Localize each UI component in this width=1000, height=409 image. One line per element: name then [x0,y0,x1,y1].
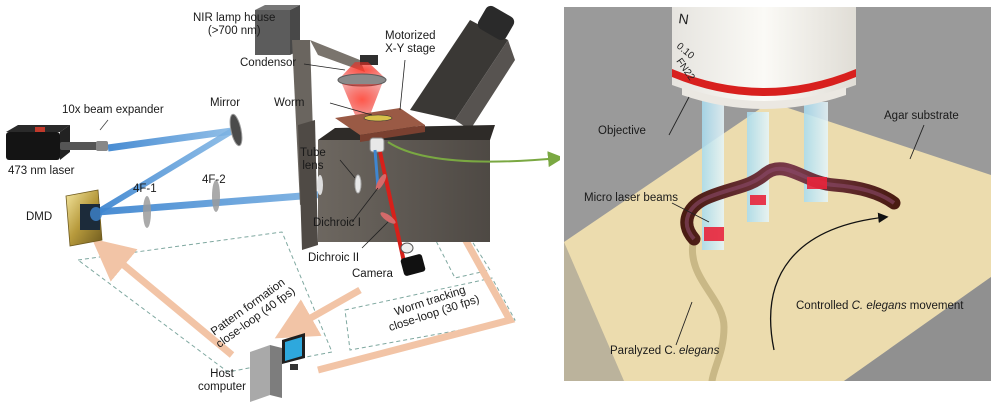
label-host-line2: computer [198,381,246,393]
worm-sample [363,114,393,122]
beam-laser-mirror [107,127,233,152]
label-controlled-suffix: movement [906,300,964,312]
feedback-arrow-camera [274,286,362,339]
blue-path [373,149,380,189]
label-nir-lamp-line2: (>700 nm) [207,25,261,37]
dichroic-2 [380,212,396,224]
beam-hit-2 [750,195,766,205]
label-4f-1: 4F-1 [133,183,157,195]
label-tube-lens-line2: lens [302,160,324,172]
label-paralyzed-italic: elegans [679,345,720,357]
dmd-device [65,189,103,247]
worm-illumination-panel: N 0.10 FN22 Objective Agar substrate Mic… [564,7,991,381]
feedback-arrow-dmd [91,238,235,358]
optical-setup-panel: NIR lamp house (>700 nm) Condensor Motor… [6,5,560,402]
label-nir-lamp: NIR lamp house (>700 nm) [193,12,275,38]
beam-hit-1 [704,227,724,241]
label-stage-line2: X-Y stage [385,43,436,55]
zoom-arrow [387,141,560,168]
label-dichroic-1: Dichroic I [313,217,361,229]
label-condensor: Condensor [240,57,297,69]
label-camera: Camera [352,268,393,280]
label-host-computer: Host computer [198,368,246,394]
label-beam-expander: 10x beam expander [62,104,164,116]
nir-path [378,151,406,263]
label-controlled-movement: Controlled C. elegans movement [796,300,964,313]
movement-arrow [770,212,889,351]
pattern-loop-region [76,231,333,373]
label-worm: Worm [274,97,305,109]
label-mirror: Mirror [210,97,241,109]
camera-device [400,242,426,276]
label-4f-2: 4F-2 [202,174,226,186]
dichroic-1 [375,174,387,190]
label-nir-lamp-line1: NIR lamp house [193,12,276,24]
label-dichroic-2: Dichroic II [308,252,360,264]
label-dmd: DMD [26,211,53,223]
label-micro-laser-beams: Micro laser beams [584,192,678,204]
label-host-line1: Host [210,368,234,380]
host-computer [250,333,305,402]
label-laser: 473 nm laser [8,165,75,177]
tracking-loop-region [344,277,516,351]
agar-substrate [564,102,991,381]
lens-4f-2 [212,180,220,212]
paralyzed-worm [688,233,728,381]
nir-light-cone-bottom [342,84,382,115]
objective-mark-n: N [678,10,690,27]
eyepiece [410,5,515,130]
label-stage-line1: Motorized [385,30,436,42]
label-agar-substrate: Agar substrate [884,110,959,122]
laser-device [6,119,109,160]
label-controlled-prefix: Controlled [796,300,852,312]
label-tube-lens: Tube lens [300,147,326,173]
beam-mirror-dmd [96,128,234,215]
label-paralyzed-prefix: Paralyzed C. [610,345,680,357]
label-objective: Objective [598,125,646,137]
micro-beam-1 [702,95,724,250]
objective [672,7,856,109]
nir-light-cone-top [340,62,385,78]
label-tube-lens-line1: Tube [300,147,326,159]
micro-beam-2 [747,112,769,222]
label-controlled-italic: C. elegans [851,300,907,312]
worm-illumination-drawing: N 0.10 FN22 [564,7,991,381]
lens-4f-1 [143,196,151,228]
mirror [229,113,243,147]
label-motorized-stage: Motorized X-Y stage [385,30,436,56]
label-paralyzed-worm: Paralyzed C. elegans [610,345,719,358]
objective-lens [369,137,385,153]
tube-lens [354,174,362,194]
optical-setup-drawing [6,5,560,402]
beam-hit-3 [807,177,827,189]
